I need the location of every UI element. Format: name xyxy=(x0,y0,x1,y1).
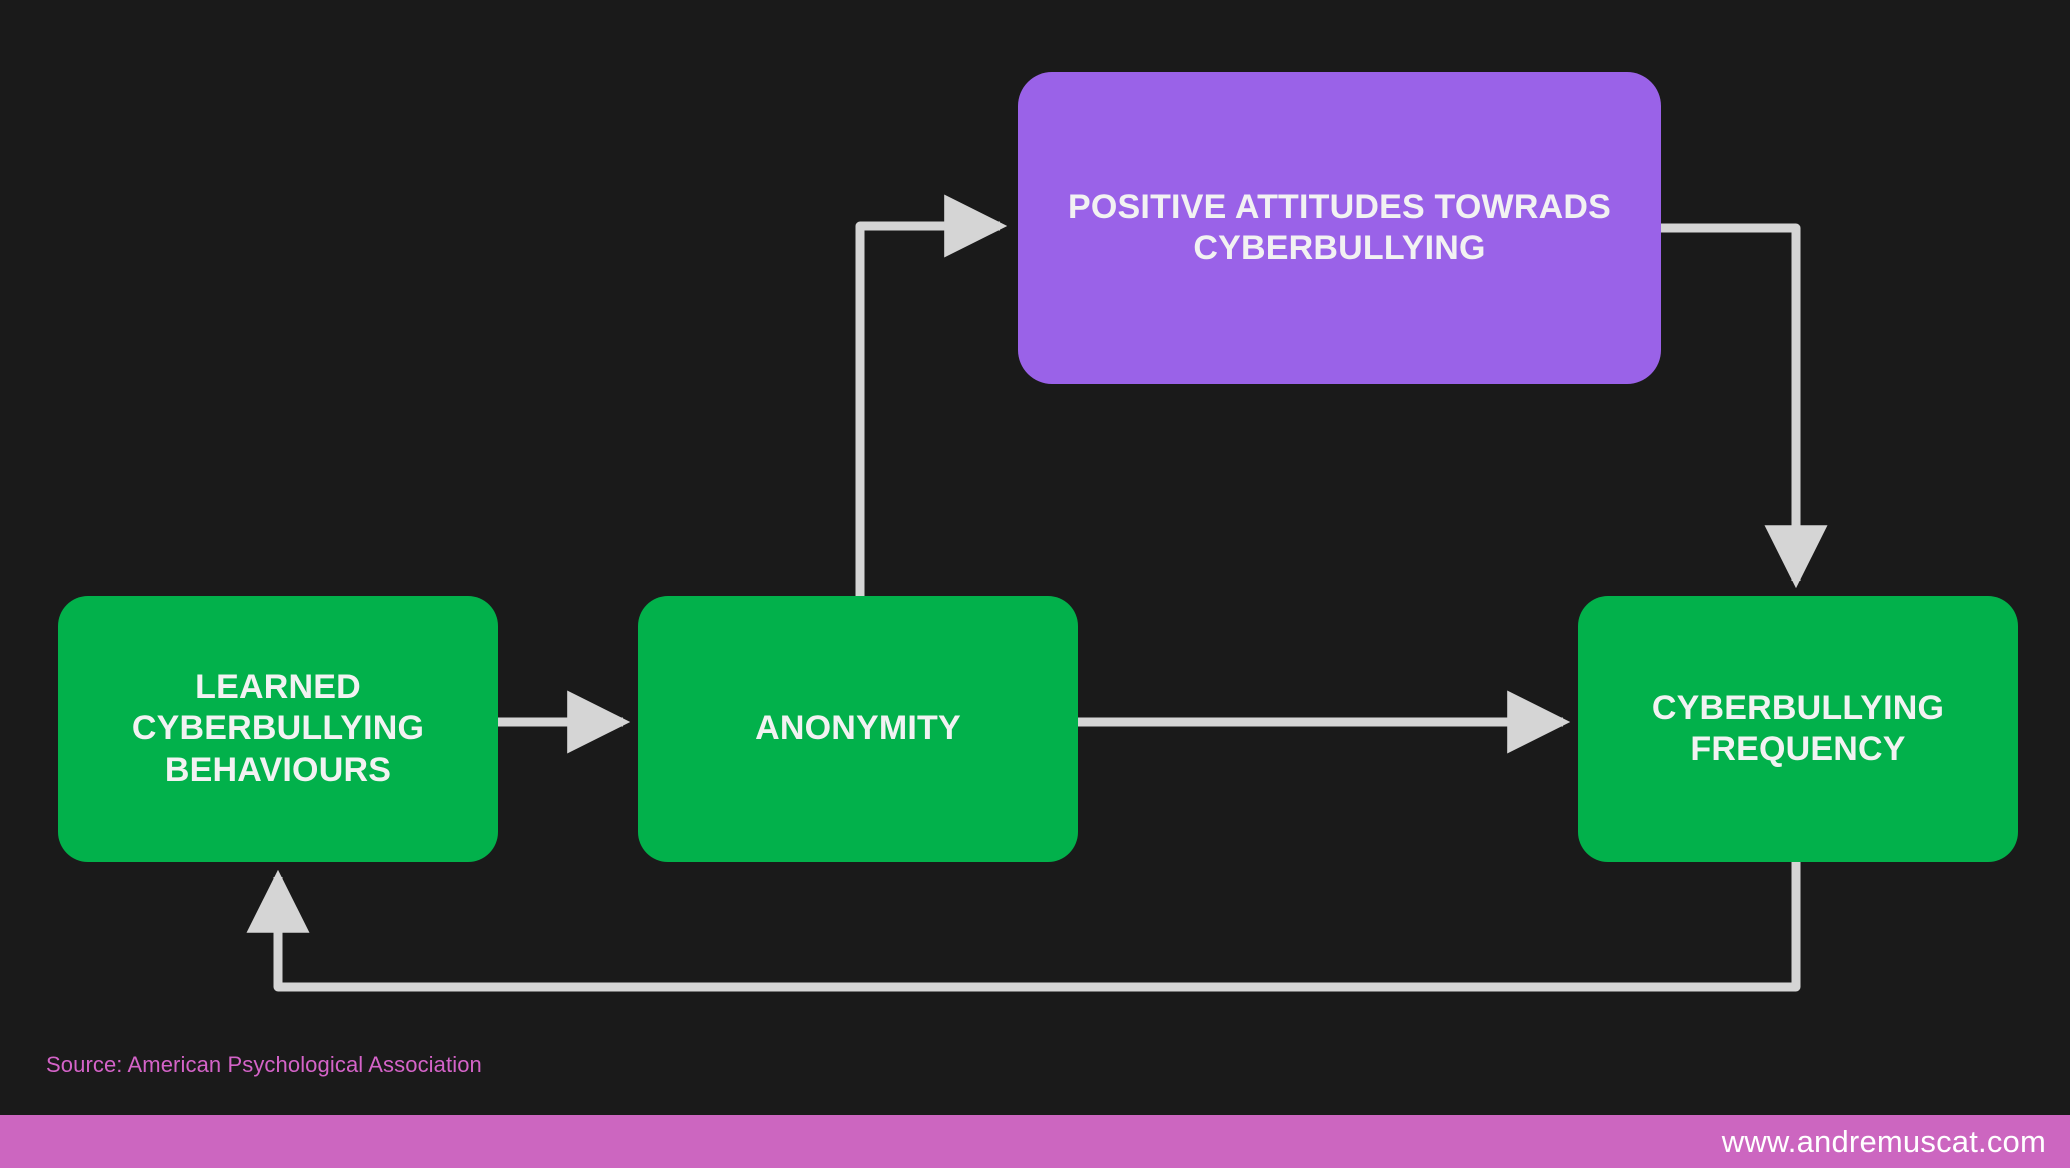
source-note: Source: American Psychological Associati… xyxy=(46,1052,482,1077)
node-attitudes-label: POSITIVE ATTITUDES TOWRADS CYBERBULLYING xyxy=(1068,187,1611,267)
edge-anonymity-to-attitudes xyxy=(855,194,1008,596)
node-anonymity-label: ANONYMITY xyxy=(755,709,961,748)
edge-frequency-to-learned xyxy=(246,862,1801,992)
footer-website-url: www.andremuscat.com xyxy=(1721,1123,2046,1159)
node-learned-cyberbullying-behaviours[interactable]: LEARNED CYBERBULLYING BEHAVIOURS xyxy=(58,596,498,862)
edge-attitudes-to-frequency xyxy=(1661,223,1828,589)
node-cyberbullying-frequency[interactable]: CYBERBULLYING FREQUENCY xyxy=(1578,596,2018,862)
node-learned-label: LEARNED CYBERBULLYING BEHAVIOURS xyxy=(131,667,425,789)
node-anonymity[interactable]: ANONYMITY xyxy=(638,596,1078,862)
node-frequency-label: CYBERBULLYING FREQUENCY xyxy=(1651,688,1945,768)
footer-bar: www.andremuscat.com xyxy=(0,1115,2070,1168)
node-positive-attitudes-towards-cyberbullying[interactable]: POSITIVE ATTITUDES TOWRADS CYBERBULLYING xyxy=(1018,72,1661,384)
